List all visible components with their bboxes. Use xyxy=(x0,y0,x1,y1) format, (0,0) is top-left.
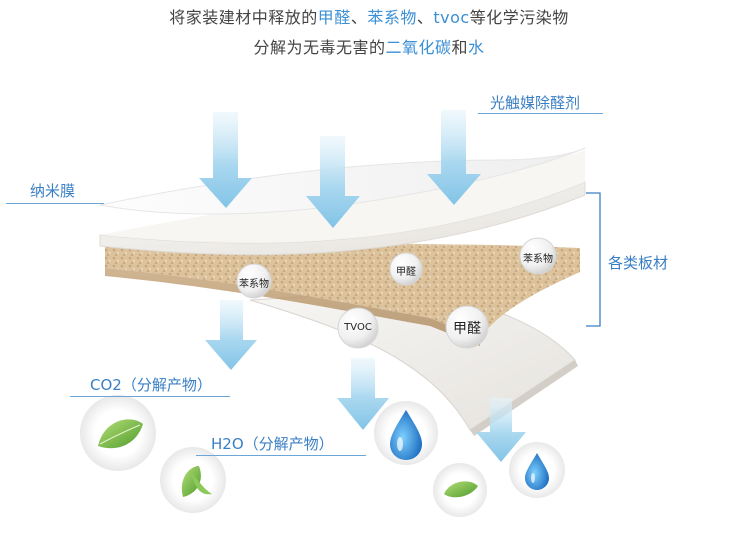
arrow-top-mid xyxy=(306,136,360,228)
arrow-top-right xyxy=(427,110,481,205)
arrows-bottom xyxy=(205,300,526,462)
headline-2-mid: 和 xyxy=(451,38,469,57)
headline-1-suffix: 等化学污染物 xyxy=(469,8,569,27)
headline-1-benzene: 苯系物 xyxy=(367,8,417,27)
bubble-text-formaldehyde-big: 甲醛 xyxy=(453,321,481,337)
headline-1-tvoc: tvoc xyxy=(433,8,470,27)
boards-bracket xyxy=(586,192,601,327)
arrows-top xyxy=(199,110,481,228)
headline-1-prefix: 将家装建材中释放的 xyxy=(169,8,318,27)
headline-2-co2: 二氧化碳 xyxy=(385,38,452,57)
headline-1-formaldehyde: 甲醛 xyxy=(317,8,351,27)
label-h2o: H2O（分解产物） xyxy=(211,435,334,453)
bubble-text-formaldehyde-mid: 甲醛 xyxy=(396,267,416,278)
leaf-icon-3 xyxy=(444,481,478,498)
underline-nano-film xyxy=(6,203,104,204)
bubble-formaldehyde-big xyxy=(445,305,489,349)
arrow-top-left xyxy=(199,112,252,208)
headline-line-2: 分解为无毒无害的二氧化碳和水 xyxy=(0,34,738,58)
underline-photocatalyst xyxy=(478,113,603,114)
headline-2-water: 水 xyxy=(468,38,485,57)
label-co2: CO2（分解产物） xyxy=(90,376,212,394)
underline-co2 xyxy=(70,396,230,397)
bubble-formaldehyde-mid xyxy=(389,252,423,286)
bubble-benzene-left xyxy=(236,263,272,299)
underline-h2o xyxy=(196,455,366,456)
bubble-benzene-right xyxy=(519,237,557,275)
bubble-tvoc xyxy=(337,307,379,349)
products xyxy=(80,395,565,517)
headline-line-1: 将家装建材中释放的甲醛、苯系物、tvoc等化学污染物 xyxy=(0,4,738,28)
label-photocatalyst: 光触媒除醛剂 xyxy=(490,94,581,112)
label-boards: 各类板材 xyxy=(608,254,669,272)
bubble-text-benzene-left: 苯系物 xyxy=(239,279,269,290)
pollutant-bubbles xyxy=(236,237,557,349)
headline-1-sep-2: 、 xyxy=(416,8,434,27)
label-nano-film: 纳米膜 xyxy=(30,182,76,200)
bubble-text-tvoc: TVOC xyxy=(344,322,372,333)
arrow-bottom-left xyxy=(205,300,257,370)
arrow-bottom-right xyxy=(476,398,526,462)
headline-2-prefix: 分解为无毒无害的 xyxy=(253,38,386,57)
arrow-bottom-mid xyxy=(337,358,389,430)
headline-1-sep-1: 、 xyxy=(350,8,368,27)
bubble-text-benzene-right: 苯系物 xyxy=(523,254,553,265)
water-drop-icon-2 xyxy=(525,453,549,490)
leaf-icon-2 xyxy=(181,466,201,497)
